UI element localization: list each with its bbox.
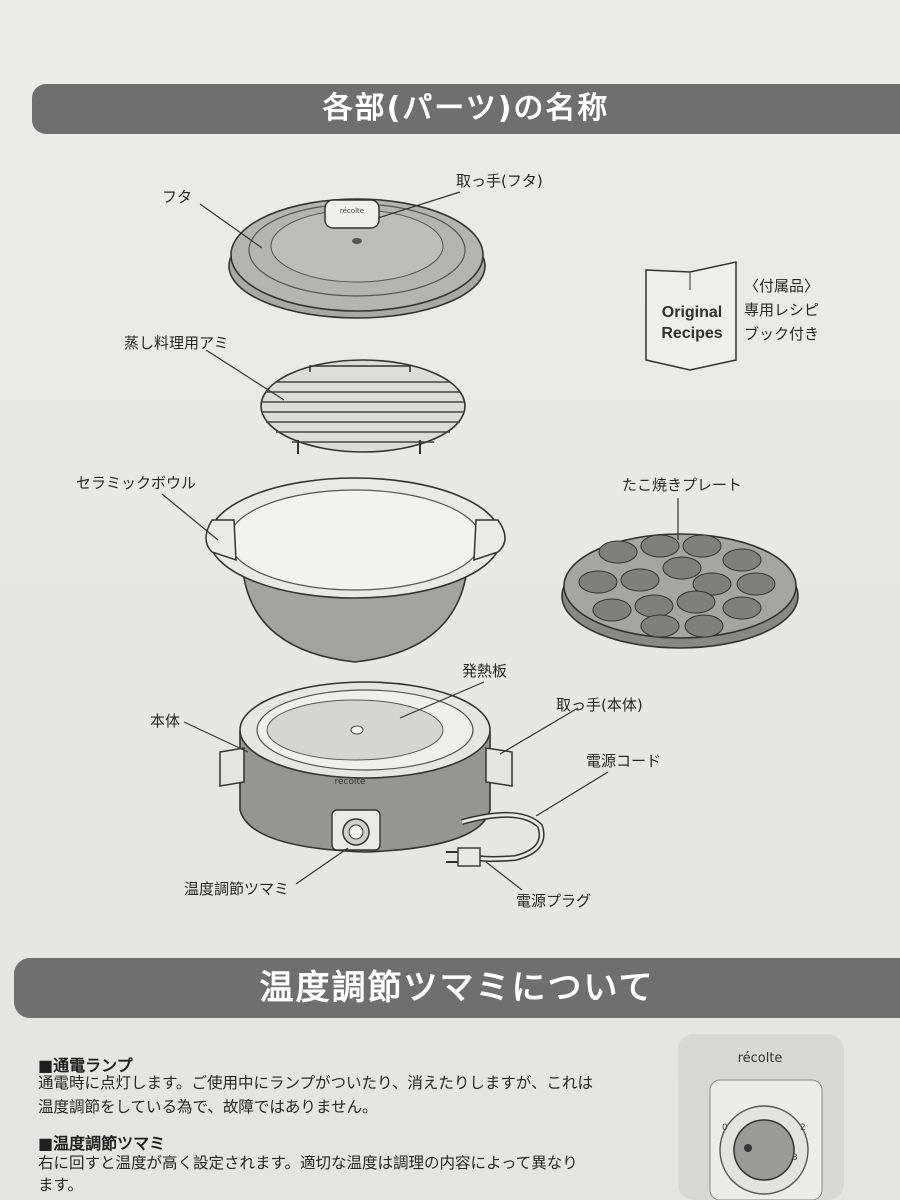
label-lid: フタ: [162, 188, 193, 206]
accessory-line2: ブック付き: [744, 325, 820, 343]
label-ceramic-bowl: セラミックボウル: [76, 474, 197, 492]
power-lamp-line1: 通電時に点灯します。ご使用中にランプがついたり、消えたりしますが、これは: [38, 1074, 594, 1092]
temp-knob-heading: ■温度調節ツマミ: [38, 1134, 166, 1153]
power-cord-drawing: [446, 811, 545, 867]
label-power-cord: 電源コード: [586, 752, 662, 770]
dial-mark-0: 0: [722, 1123, 728, 1133]
accessory-heading: 〈付属品〉: [744, 277, 820, 295]
label-body-handle: 取っ手(本体): [556, 696, 643, 714]
takoyaki-wells: [578, 534, 776, 638]
recipe-book-line2: Recipes: [661, 325, 723, 342]
lid-handle-brand: récolte: [340, 207, 364, 215]
label-steam-rack: 蒸し料理用アミ: [124, 334, 229, 352]
section-title-temp-knob: 温度調節ツマミについて: [14, 958, 900, 1018]
leader-lines: [161, 191, 679, 891]
temp-knob-line1: 右に回すと温度が高く設定されます。適切な温度は調理の内容によって異なり: [38, 1154, 578, 1172]
body-brand: récolte: [334, 776, 366, 787]
power-lamp-line2: 温度調節をしている為で、故障ではありません。: [38, 1098, 378, 1116]
label-takoyaki-plate: たこ焼きプレート: [622, 476, 743, 494]
dial-mark-3: 3: [792, 1153, 798, 1163]
lid-handle-drawing: récolte: [324, 199, 380, 229]
dial-photo: récolte 0 2 3: [678, 1034, 844, 1200]
ceramic-bowl-drawing: [205, 477, 506, 663]
body-drawing: récolte: [219, 681, 513, 853]
recipe-book-title: Original Recipes: [652, 302, 732, 344]
recipe-book-line1: Original: [661, 304, 723, 321]
label-power-plug: 電源プラグ: [516, 892, 592, 910]
accessory-text: 〈付属品〉 専用レシピ ブック付き: [744, 274, 819, 346]
label-body: 本体: [150, 712, 181, 730]
recipe-book-drawing: [645, 261, 737, 371]
steam-rack-drawing: [260, 359, 466, 454]
power-lamp-heading: ■通電ランプ: [38, 1056, 133, 1075]
dial-photo-brand: récolte: [738, 1051, 783, 1066]
label-temp-knob: 温度調節ツマミ: [184, 880, 290, 898]
accessory-line1: 専用レシピ: [744, 301, 820, 319]
dial-mark-2: 2: [800, 1123, 806, 1133]
section-title-parts: 各部(パーツ)の名称: [32, 84, 900, 134]
lid-drawing: [228, 198, 486, 319]
label-heating-plate: 発熱板: [462, 662, 508, 680]
label-lid-handle: 取っ手(フタ): [456, 172, 543, 190]
temp-knob-line2: ます。: [38, 1176, 83, 1194]
